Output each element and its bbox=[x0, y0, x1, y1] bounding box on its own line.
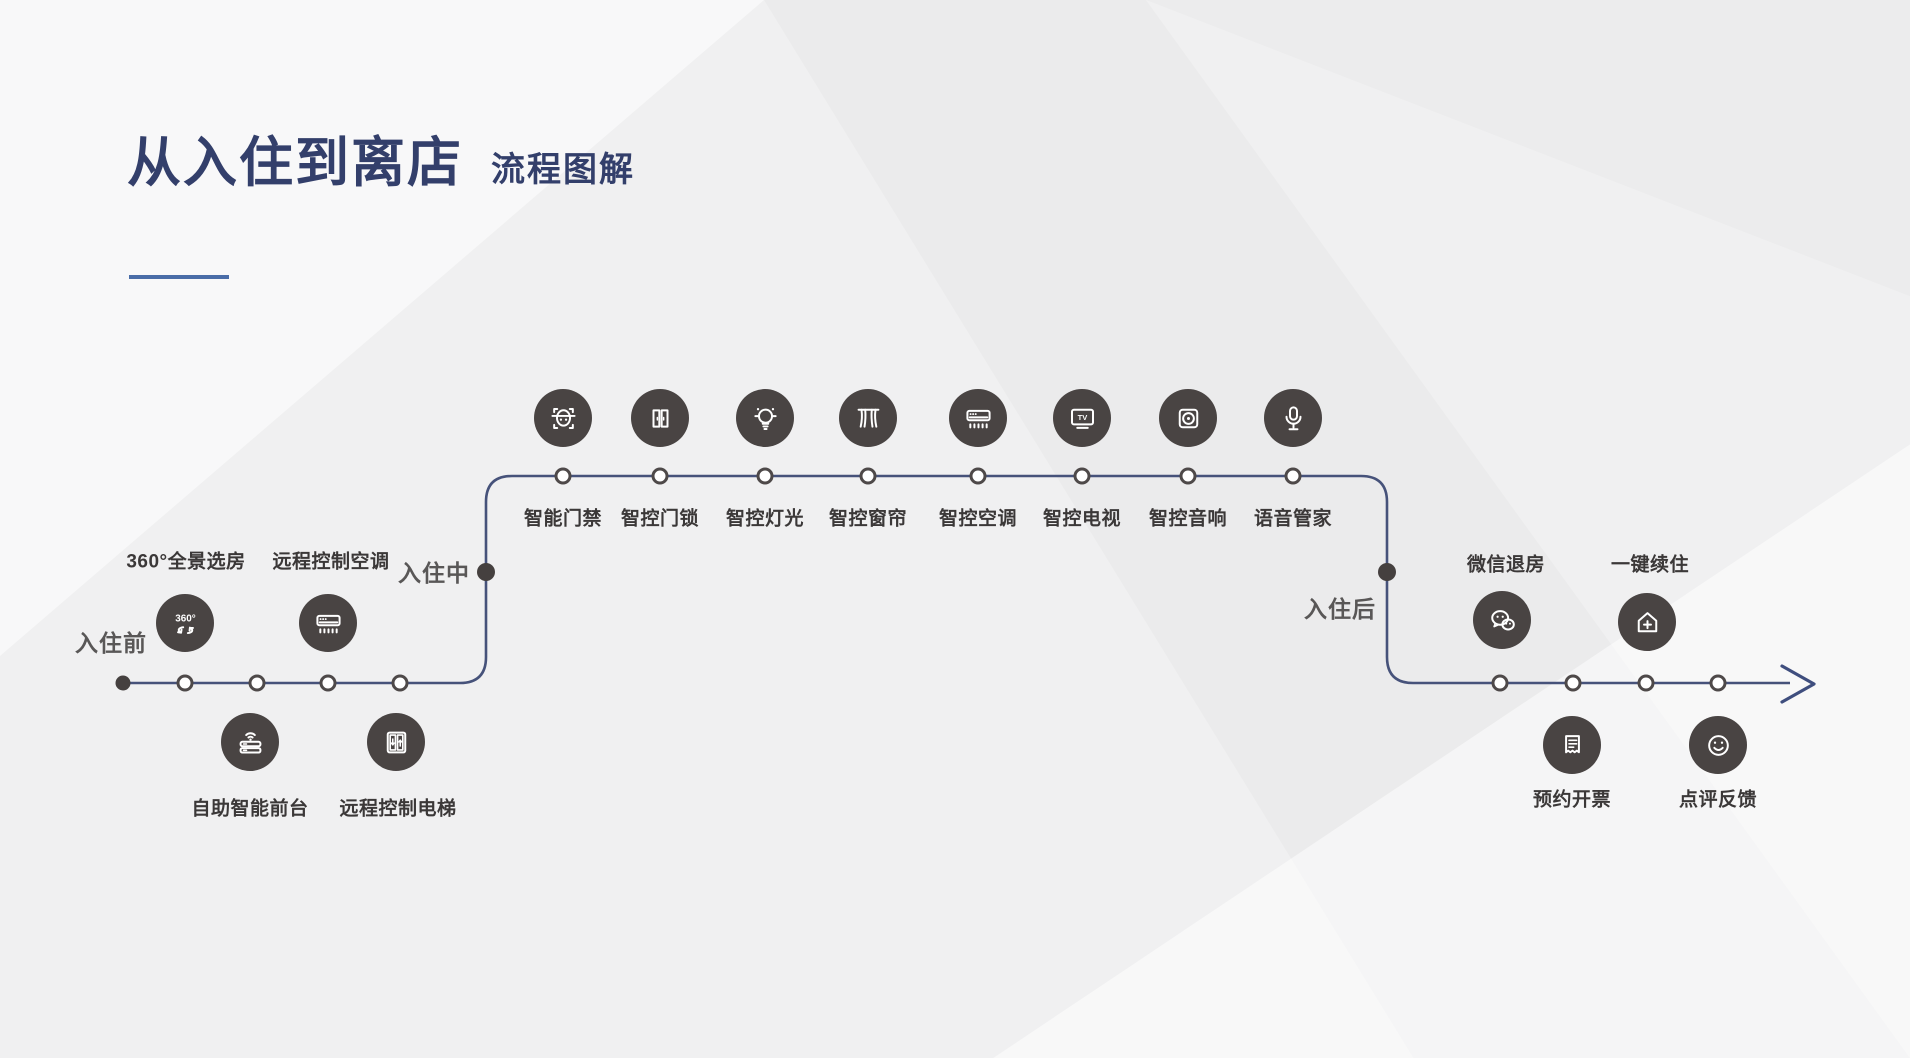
door-lock-icon bbox=[631, 389, 689, 447]
stage-dot-after bbox=[1378, 563, 1396, 581]
node-label: 智控灯光 bbox=[725, 508, 805, 530]
waypoint-circle bbox=[1284, 467, 1302, 485]
node-label: 预约开票 bbox=[1532, 789, 1612, 811]
timeline-path bbox=[123, 474, 1790, 685]
waypoint-circle bbox=[319, 674, 337, 692]
air-conditioner-icon bbox=[949, 389, 1007, 447]
smart-front-desk-icon bbox=[221, 713, 279, 771]
node-label: 智能门禁 bbox=[523, 508, 603, 530]
waypoint-circle bbox=[248, 674, 266, 692]
face-access-icon bbox=[534, 389, 592, 447]
waypoint-circle bbox=[859, 467, 877, 485]
smiley-icon bbox=[1689, 716, 1747, 774]
microphone-icon bbox=[1264, 389, 1322, 447]
node-label: 自助智能前台 bbox=[191, 798, 309, 820]
stage-label-during: 入住中 bbox=[398, 560, 470, 586]
light-bulb-icon bbox=[736, 389, 794, 447]
360-rotate-icon: 360° bbox=[156, 594, 214, 652]
title-accent-line bbox=[129, 275, 229, 279]
node-label: 360°全景选房 bbox=[126, 551, 246, 573]
stage-label-after: 入住后 bbox=[1304, 596, 1376, 622]
title-main: 从入住到离店 bbox=[127, 133, 463, 193]
node-label: 智控窗帘 bbox=[828, 508, 908, 530]
node-label: 一键续住 bbox=[1610, 554, 1690, 576]
waypoint-circle bbox=[176, 674, 194, 692]
node-label: 远程控制空调 bbox=[272, 551, 390, 573]
node-label: 远程控制电梯 bbox=[339, 798, 457, 820]
waypoint-circle bbox=[1709, 674, 1727, 692]
waypoint-circle bbox=[651, 467, 669, 485]
waypoint-circle bbox=[1179, 467, 1197, 485]
waypoint-circle bbox=[756, 467, 774, 485]
start-dot bbox=[115, 675, 131, 691]
node-label: 智控电视 bbox=[1042, 508, 1122, 530]
waypoint-circle bbox=[1637, 674, 1655, 692]
node-label: 语音管家 bbox=[1253, 508, 1333, 530]
arrow-head-icon bbox=[1780, 664, 1816, 704]
waypoint-circle bbox=[1491, 674, 1509, 692]
waypoint-circle bbox=[391, 674, 409, 692]
curtains-icon bbox=[839, 389, 897, 447]
stage-dot-during bbox=[477, 563, 495, 581]
waypoint-circle bbox=[969, 467, 987, 485]
page-title: 从入住到离店 流程图解 bbox=[127, 118, 635, 197]
tv-icon: TV bbox=[1053, 389, 1111, 447]
node-label: 微信退房 bbox=[1466, 554, 1546, 576]
deg-text: 360° bbox=[175, 613, 196, 624]
title-subtitle: 流程图解 bbox=[491, 151, 635, 189]
invoice-icon bbox=[1543, 716, 1601, 774]
wechat-icon bbox=[1473, 591, 1531, 649]
house-plus-icon bbox=[1618, 593, 1676, 651]
node-label: 智控音响 bbox=[1148, 508, 1228, 530]
elevator-icon bbox=[367, 713, 425, 771]
air-conditioner-icon bbox=[299, 594, 357, 652]
tv-text: TV bbox=[1077, 412, 1087, 421]
node-label: 智控空调 bbox=[938, 508, 1018, 530]
node-label: 点评反馈 bbox=[1678, 789, 1758, 811]
speaker-icon bbox=[1159, 389, 1217, 447]
waypoint-circle bbox=[554, 467, 572, 485]
stage-label-before: 入住前 bbox=[75, 630, 147, 656]
waypoint-circle bbox=[1564, 674, 1582, 692]
node-label: 智控门锁 bbox=[620, 508, 700, 530]
waypoint-circle bbox=[1073, 467, 1091, 485]
